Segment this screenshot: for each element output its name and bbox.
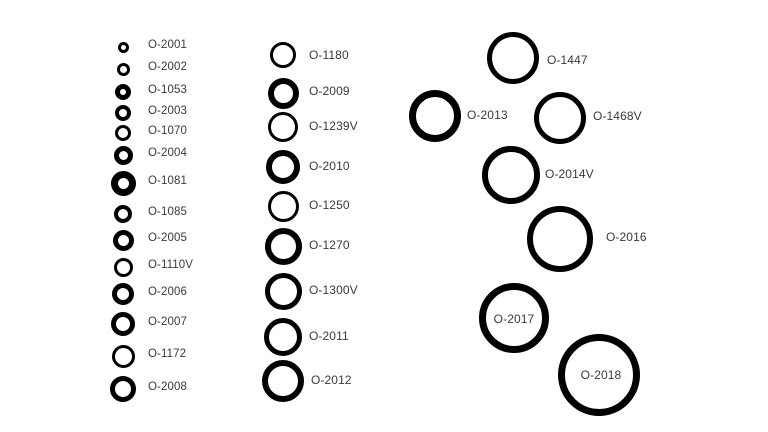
o-ring-label-o-1180: O-1180 xyxy=(309,47,349,62)
o-ring-circle-o-2010 xyxy=(266,150,300,184)
o-ring-label-o-1070: O-1070 xyxy=(148,124,187,137)
o-ring-label-o-1081: O-1081 xyxy=(148,174,187,187)
o-ring-label-o-1447: O-1447 xyxy=(547,52,588,67)
o-ring-circle-o-2005 xyxy=(112,229,134,251)
o-ring-circle-o-2014v xyxy=(482,146,540,204)
o-ring-label-o-2003: O-2003 xyxy=(148,104,187,117)
o-ring-label-o-2013: O-2013 xyxy=(467,107,508,122)
o-ring-circle-o-1053 xyxy=(115,84,131,100)
o-ring-label-o-2014v: O-2014V xyxy=(545,166,594,181)
o-ring-circle-o-1468v xyxy=(534,92,586,144)
o-ring-circle-o-1270 xyxy=(264,227,302,265)
o-ring-circle-o-2007 xyxy=(111,312,135,336)
o-ring-label-o-1270: O-1270 xyxy=(309,237,350,252)
o-ring-circle-o-2016 xyxy=(527,206,593,272)
o-ring-label-o-1085: O-1085 xyxy=(148,205,187,218)
o-ring-circle-o-1300v xyxy=(264,272,302,310)
o-ring-circle-o-2009 xyxy=(267,77,299,109)
o-ring-circle-o-1180 xyxy=(270,42,296,68)
o-ring-label-o-1300v: O-1300V xyxy=(309,282,358,297)
o-ring-label-o-2012: O-2012 xyxy=(311,372,352,387)
o-ring-label-o-2009: O-2009 xyxy=(309,83,350,98)
o-ring-circle-o-2012 xyxy=(262,360,304,402)
o-ring-label-o-2006: O-2006 xyxy=(148,285,187,298)
o-ring-circle-o-2008 xyxy=(110,376,136,402)
o-ring-label-o-1110v: O-1110V xyxy=(148,258,194,271)
o-ring-label-o-1468v: O-1468V xyxy=(593,108,642,123)
o-ring-circle-o-2002 xyxy=(116,62,130,76)
o-ring-label-o-2004: O-2004 xyxy=(148,146,187,159)
o-ring-circle-o-1172 xyxy=(111,344,135,368)
o-ring-label-o-1172: O-1172 xyxy=(148,347,187,360)
o-ring-label-o-2005: O-2005 xyxy=(148,231,187,244)
o-ring-circle-o-1081 xyxy=(110,170,136,196)
o-ring-circle-o-2011 xyxy=(264,318,302,356)
o-ring-circle-o-2018 xyxy=(558,334,640,416)
o-ring-label-o-2011: O-2011 xyxy=(309,328,349,343)
o-ring-circle-o-2004 xyxy=(113,145,133,165)
o-ring-circle-o-1110v xyxy=(113,257,133,277)
o-ring-circle-o-2001 xyxy=(117,41,129,53)
o-ring-label-o-1250: O-1250 xyxy=(309,197,350,212)
o-ring-circle-o-2003 xyxy=(115,105,131,121)
o-ring-circle-o-1070 xyxy=(115,125,131,141)
o-ring-circle-o-1250 xyxy=(267,190,299,222)
o-ring-circle-o-1085 xyxy=(114,205,132,223)
o-ring-label-o-2018: O-2018 xyxy=(580,367,622,382)
o-ring-circle-o-2017 xyxy=(479,283,549,353)
o-ring-label-o-2007: O-2007 xyxy=(148,315,187,328)
o-ring-label-o-2008: O-2008 xyxy=(148,380,187,393)
o-ring-label-o-2010: O-2010 xyxy=(309,158,350,173)
o-ring-label-o-2002: O-2002 xyxy=(148,60,187,73)
o-ring-circle-o-2013 xyxy=(409,90,461,142)
o-ring-label-o-2016: O-2016 xyxy=(606,229,647,244)
o-ring-circle-o-1239v xyxy=(268,112,298,142)
o-ring-label-o-1239v: O-1239V xyxy=(309,118,358,133)
o-ring-label-o-2017: O-2017 xyxy=(493,311,535,326)
o-ring-label-o-1053: O-1053 xyxy=(148,83,187,96)
o-ring-circle-o-2006 xyxy=(112,283,134,305)
o-ring-circle-o-1447 xyxy=(487,32,539,84)
o-ring-label-o-2001: O-2001 xyxy=(148,38,187,51)
